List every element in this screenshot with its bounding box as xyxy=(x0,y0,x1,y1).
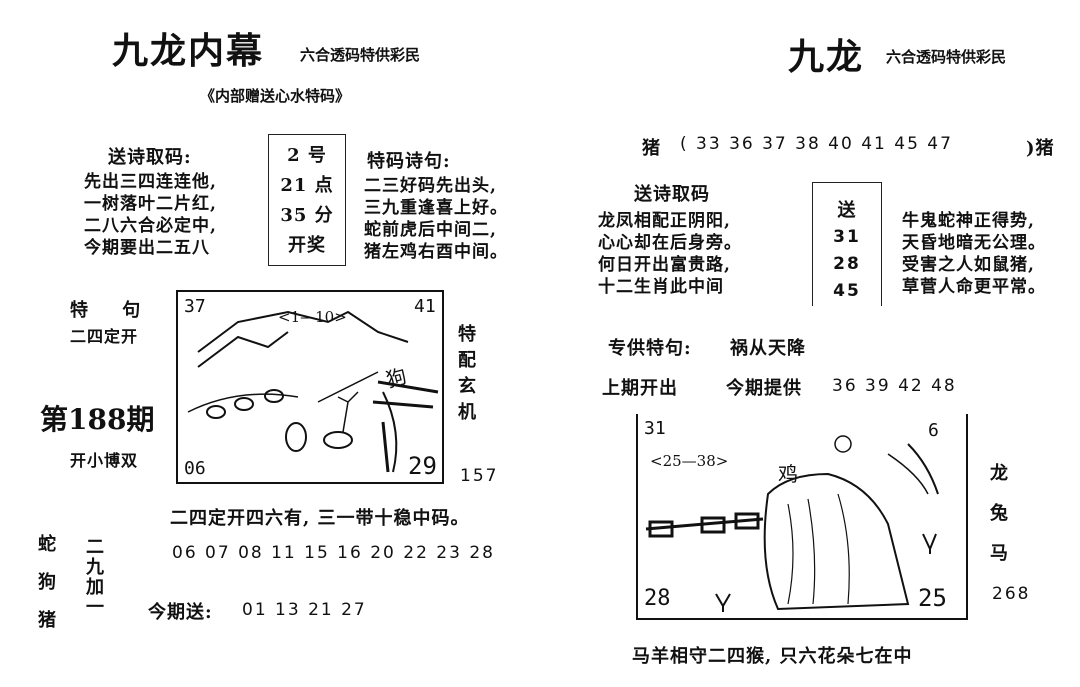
poem-line: 何日开出富贵路, xyxy=(598,255,731,275)
pig-right: )猪 xyxy=(1026,138,1055,159)
line-24: 二四定开四六有, 三一带十稳中码。 xyxy=(170,508,470,529)
sketch-chicken: 鸡 xyxy=(778,462,798,486)
numbers-row: 06 07 08 11 15 16 20 22 23 28 xyxy=(172,543,495,563)
left-gift-line: 《内部赠送心水特码》 xyxy=(200,87,351,105)
right-title: 九龙 xyxy=(788,36,865,78)
poem-line: 天昏地暗无公理。 xyxy=(902,233,1046,253)
right-send-poem-title: 送诗取码 xyxy=(634,184,710,205)
poem-line: 蛇前虎后中间二, xyxy=(364,220,497,240)
send-label: 送 xyxy=(837,200,857,221)
draw-time-box: 2 号 21 点 35 分 开奖 xyxy=(268,134,346,266)
animal: 猪 xyxy=(38,610,57,631)
today-send-label: 今期送: xyxy=(148,602,213,623)
pic-number-157: 157 xyxy=(460,466,499,486)
jiu-jia-column: 二 九 加 一 xyxy=(86,538,105,618)
draw-minute: 35 分 xyxy=(280,205,334,226)
mountain-sketch xyxy=(187,310,439,473)
sketch-range: <1—10> xyxy=(278,308,347,326)
side-animal: 兔 xyxy=(990,503,1009,524)
left-send-poem: 先出三四连连他, 一树落叶二片红, 二八六合必定中, 今期要出二五八 xyxy=(84,171,217,259)
special-value: 祸从天降 xyxy=(730,338,806,359)
special-poem-title: 特码诗句: xyxy=(367,151,451,172)
jiu-jia-char: 一 xyxy=(86,597,105,618)
right-sketch: 31 6 28 25 <25—38> 鸡 xyxy=(636,414,968,620)
sketch-label-tr: 41 xyxy=(414,296,436,317)
left-title: 九龙内幕 xyxy=(112,30,265,72)
poem-line: 受害之人如鼠猪, xyxy=(902,255,1035,275)
animals-column: 蛇 狗 猪 xyxy=(38,526,57,640)
side-animal: 龙 xyxy=(990,463,1009,484)
today-offer-label: 今期提供 xyxy=(726,378,802,399)
tejuh-title: 特 句 xyxy=(70,300,155,321)
send-number: 45 xyxy=(833,281,861,301)
left-subtitle: 六合透码特供彩民 xyxy=(300,46,421,64)
poem-line: 先出三四连连他, xyxy=(84,172,217,192)
sketch-label-bl: 28 xyxy=(644,586,671,611)
draw-label: 开奖 xyxy=(288,235,326,256)
send-number: 31 xyxy=(833,227,861,247)
pig-numbers: ( 33 36 37 38 40 41 45 47 xyxy=(680,134,953,154)
poem-line: 一树落叶二片红, xyxy=(84,194,217,214)
vertical-char: 玄 xyxy=(458,376,477,397)
special-label: 专供特句: xyxy=(608,338,692,359)
last-draw-label: 上期开出 xyxy=(602,378,678,399)
sketch-label-tr: 6 xyxy=(928,420,939,441)
poem-line: 猪左鸡右酉中间。 xyxy=(364,242,508,262)
pig-left: 猪 xyxy=(642,138,661,159)
right-subtitle: 六合透码特供彩民 xyxy=(886,48,1007,66)
left-sketch: 37 41 06 29 <1—10> 狗 xyxy=(176,290,444,484)
sketch-label-br: 25 xyxy=(918,584,947,612)
sketch-label-tl: 37 xyxy=(184,296,206,317)
jiu-jia-char: 二 xyxy=(86,537,105,558)
left-send-poem-title: 送诗取码: xyxy=(108,147,192,168)
poem-line: 三九重逢喜上好。 xyxy=(364,198,508,218)
jiu-jia-char: 加 xyxy=(86,577,105,598)
draw-number: 2 号 xyxy=(287,145,327,166)
special-poem: 二三好码先出头, 三九重逢喜上好。 蛇前虎后中间二, 猪左鸡右酉中间。 xyxy=(364,175,508,263)
side-animals: 龙 兔 马 xyxy=(990,454,1009,574)
poem-line: 二八六合必定中, xyxy=(84,216,217,236)
vertical-char: 配 xyxy=(458,350,477,371)
vertical-char: 机 xyxy=(458,402,477,423)
cliff-sketch xyxy=(645,435,939,612)
draw-hour: 21 点 xyxy=(280,175,334,196)
right-poem-left: 龙凤相配正阴阳, 心心却在后身旁。 何日开出富贵路, 十二生肖此中间 xyxy=(598,210,742,298)
sketch-label-bl: 06 xyxy=(184,458,206,479)
send-number-box: 送 31 28 45 xyxy=(812,182,882,306)
sketch-label-br: 29 xyxy=(408,452,437,480)
sketch-range: <25—38> xyxy=(650,452,729,470)
poem-line: 十二生肖此中间 xyxy=(598,277,724,297)
poem-line: 今期要出二五八 xyxy=(84,238,210,258)
poem-line: 牛鬼蛇神正得势, xyxy=(902,211,1035,231)
side-number: 268 xyxy=(992,584,1031,604)
issue-number: 第188期 xyxy=(40,403,155,436)
poem-line: 草菅人命更平常。 xyxy=(902,277,1046,297)
today-offer-numbers: 36 39 42 48 xyxy=(832,376,957,396)
tejuh-value: 二四定开 xyxy=(70,327,139,346)
sketch-label-tl: 31 xyxy=(644,418,666,439)
today-send-numbers: 01 13 21 27 xyxy=(242,600,367,620)
right-poem-right: 牛鬼蛇神正得势, 天昏地暗无公理。 受害之人如鼠猪, 草菅人命更平常。 xyxy=(902,210,1046,298)
side-animal: 马 xyxy=(990,543,1009,564)
jiu-jia-char: 九 xyxy=(86,557,105,578)
pic-vertical-text: 特 配 玄 机 xyxy=(458,322,477,426)
send-number: 28 xyxy=(833,254,861,274)
poem-line: 龙凤相配正阴阳, xyxy=(598,211,731,231)
animal: 蛇 xyxy=(38,534,57,555)
vertical-char: 特 xyxy=(458,324,477,345)
kai-label: 开小博双 xyxy=(70,451,139,470)
poem-line: 二三好码先出头, xyxy=(364,176,497,196)
poem-line: 心心却在后身旁。 xyxy=(598,233,742,253)
right-bottom-line: 马羊相守二四猴, 只六花朵七在中 xyxy=(632,646,913,667)
animal: 狗 xyxy=(38,572,57,593)
